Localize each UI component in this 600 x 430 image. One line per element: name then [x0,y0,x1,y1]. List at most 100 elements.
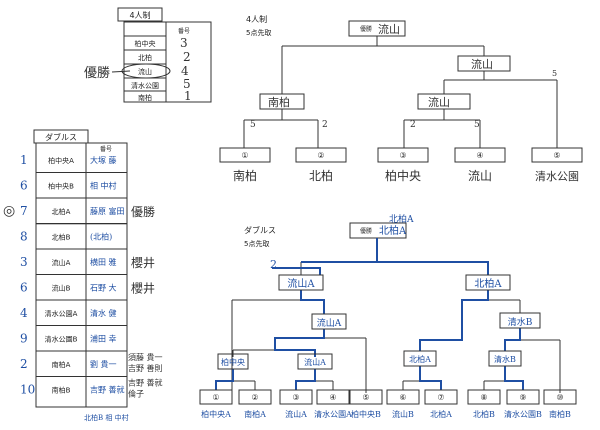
four-team-slot-team: 北柏 [309,168,333,183]
four-team-score: 5 [474,120,480,130]
doubles-row-label: 清水公園A [45,309,78,318]
doubles-slot-number: ⑤ [362,393,369,402]
doubles-round-team: 流山A [287,277,315,290]
doubles-slot-box [199,389,233,405]
doubles-slot-number: ④ [329,393,336,402]
doubles-slot-team: 流山B [392,409,414,419]
doubles-row-number: 2 [20,357,28,371]
four-team-number-header: 番号 [178,28,190,35]
doubles-row-number: 6 [20,179,28,193]
doubles-slot-number: ⑩ [556,393,563,402]
doubles-score-note: 2 [270,258,277,271]
four-team-slot-team: 南柏 [233,168,257,183]
doubles-slot-team: 柏中央A [201,409,231,419]
doubles-row-names: 横田 雅 [90,257,117,267]
doubles-row-number: 3 [20,255,28,269]
four-team-champion-label: 優勝 [360,25,372,33]
four-team-number: 2 [183,50,191,64]
four-team-winner-note: 優勝 [84,66,110,81]
doubles-slot-box [386,389,420,405]
doubles-number-header: 番号 [100,146,112,153]
doubles-row-number: 10 [20,383,35,397]
doubles-row-number: 8 [20,230,28,244]
four-team-final-right: 流山 [471,57,493,71]
four-team-number: 4 [181,64,189,78]
doubles-slot-number: ① [212,393,219,402]
four-team-slot-number: ② [317,151,324,160]
four-team-semi-left: 南柏 [268,95,290,109]
doubles-row-number: 7 [20,204,28,218]
doubles-slot-number: ⑥ [399,393,406,402]
doubles-row-note: 櫻井 [131,255,155,270]
four-team-slot-team: 柏中央 [385,168,421,183]
doubles-row-number: 6 [20,281,28,295]
doubles-row-label: 南柏B [52,386,71,395]
doubles-table-title: ダブルス [45,132,77,142]
win-path [215,238,524,390]
four-team-score: 2 [322,120,328,130]
doubles-round-team: 北柏A [474,277,502,290]
four-team-score: 2 [410,120,416,130]
circle-mark-icon [121,63,171,79]
four-team-number: 3 [180,36,188,50]
doubles-row-label: 清水公園B [45,335,78,344]
doubles-slot-number: ③ [292,393,299,402]
doubles-rule: 5点先取 [244,239,269,248]
doubles-slot-box [349,389,383,405]
doubles-row-names: 清水 健 [90,308,117,318]
doubles-bottom-note: 北柏B 相 中村 [84,413,129,422]
four-team-slot-number: ⑤ [553,151,560,160]
four-team-score: 5 [552,69,557,78]
four-team-number: 1 [184,89,192,103]
doubles-round-team: 北柏A [409,354,431,364]
doubles-slot-box [424,389,458,405]
doubles-row-names: (北柏) [90,232,112,242]
doubles-slot-box [279,389,313,405]
four-team-bracket: 4人制 5点先取 優勝 流山 流山 5 南柏 流山 5 2 2 5 ① [219,14,583,183]
four-team-table: 4人制 番号 柏中央 北柏 流山 清水公園 南柏 3 2 4 5 1 優勝 [84,7,212,103]
four-team-slot-number: ④ [476,151,483,160]
doubles-row-names: 吉野 善就 [90,385,125,395]
doubles-row-label: 北柏B [52,233,71,242]
doubles-slot-team: 柏中央B [351,409,381,419]
doubles-row-label: 流山B [52,284,71,293]
doubles-slot-number: ⑦ [437,393,444,402]
four-team-slot-team: 清水公園 [535,170,579,183]
four-team-slot-number: ③ [399,151,406,160]
doubles-slot-box [506,389,540,405]
four-team-rule: 5点先取 [246,28,271,37]
doubles-row-names: 浦田 幸 [90,334,117,344]
doubles-slot-number: ⑨ [519,393,526,402]
doubles-slot-box [238,389,272,405]
doubles-row-label: 柏中央A [48,156,74,165]
doubles-slot-box [316,389,350,405]
doubles-row-note: 吉野 善則 [128,363,163,373]
doubles-row-names: 劉 貴一 [90,359,117,369]
doubles-row-label: 柏中央B [48,182,74,191]
doubles-slot-team: 清水公園B [504,409,542,419]
doubles-row-label: 流山A [52,258,71,267]
four-team-row-label: 北柏 [138,53,152,62]
doubles-round-team: 流山A [304,357,326,367]
doubles-round-team: 柏中央 [221,357,245,367]
arrow-icon [111,70,131,73]
doubles-slot-team: 南柏A [244,409,266,419]
doubles-row-label: 北柏A [52,207,71,216]
doubles-row-note: 優勝 [131,204,155,219]
four-team-number: 5 [183,77,191,91]
four-team-score: 5 [250,120,256,130]
doubles-row-names: 大塚 藤 [90,155,117,165]
four-team-semi-right: 流山 [428,95,450,109]
four-team-subtitle: 4人制 [246,14,267,24]
four-team-table-title: 4人制 [129,10,150,20]
circle-mark-icon: ◎ [3,203,15,219]
doubles-row-names: 石野 大 [90,283,117,293]
doubles-row-number: 1 [20,153,28,167]
four-team-row-label: 南柏 [138,93,152,102]
doubles-round-team: 清水B [508,316,533,328]
four-team-row-label: 柏中央 [135,39,156,48]
four-team-row-label: 清水公園 [131,81,159,90]
doubles-row-note: 吉野 善就 [128,378,163,388]
